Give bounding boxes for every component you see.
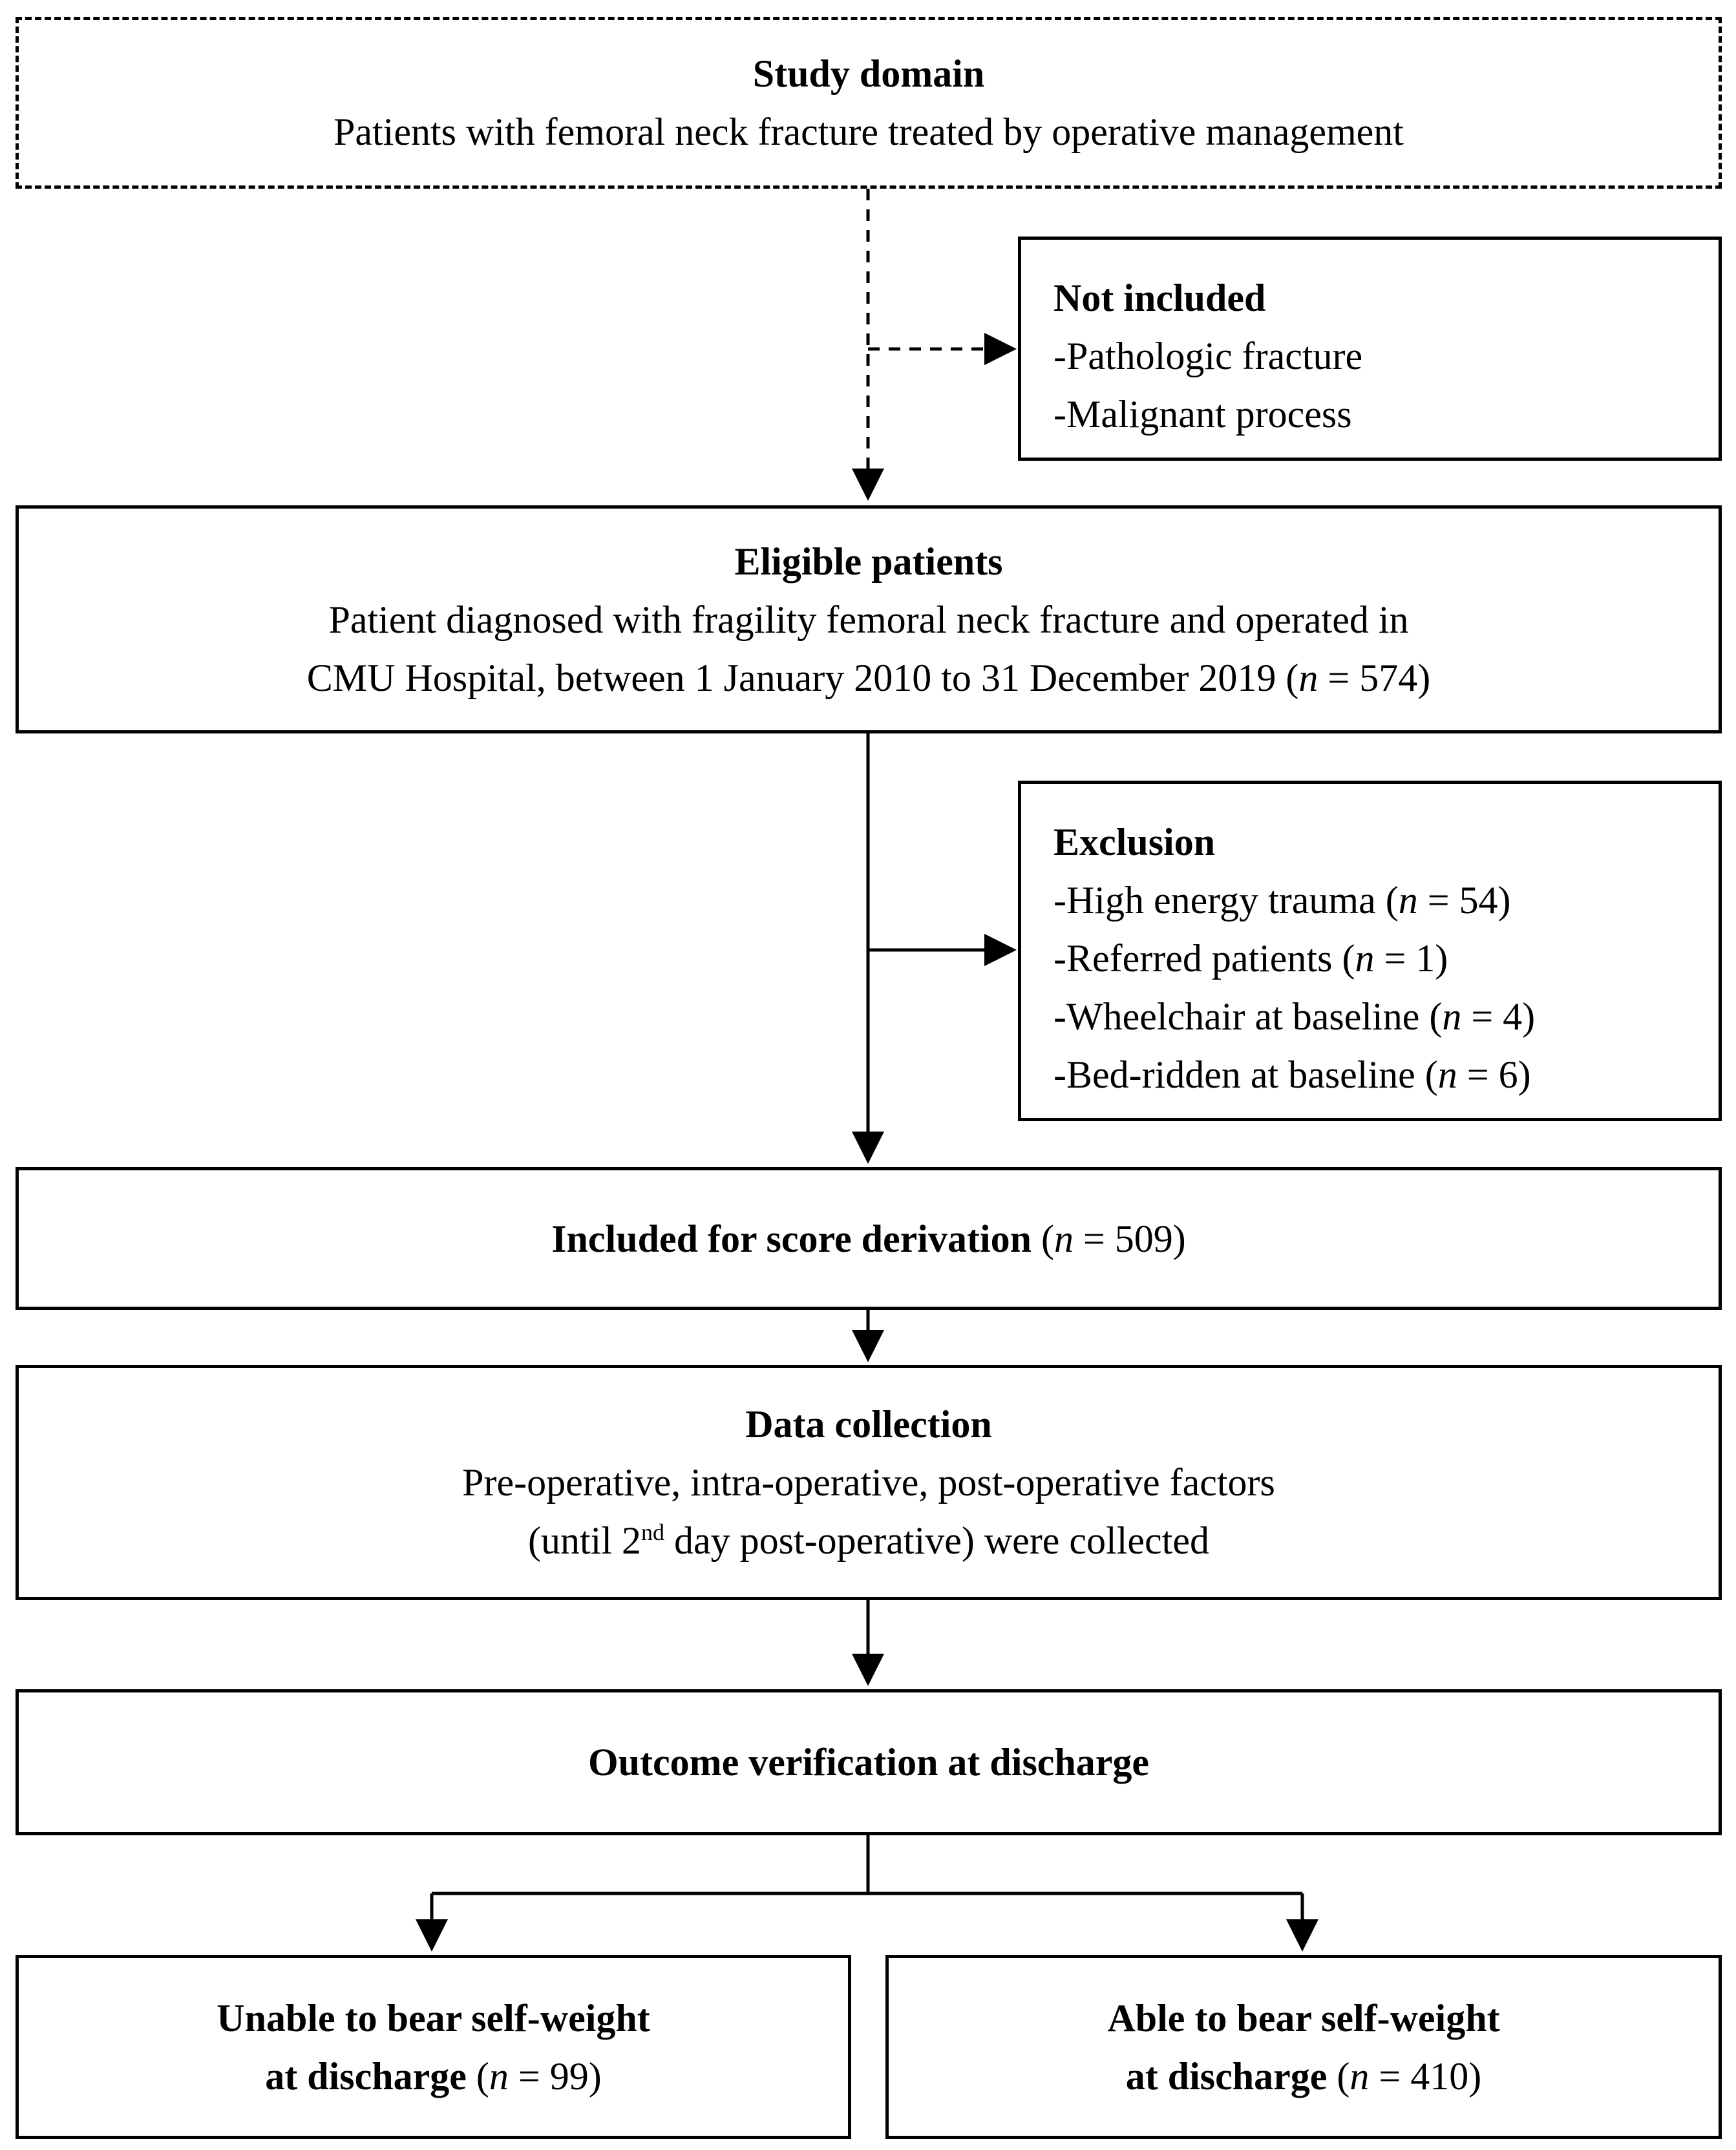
exclusion-title: Exclusion <box>1053 821 1216 863</box>
unable-line2: at discharge (n = 99) <box>265 2054 602 2098</box>
eligible-line1: Patient diagnosed with fragility femoral… <box>328 598 1409 641</box>
included-text: Included for score derivation (n = 509) <box>551 1217 1186 1260</box>
exclusion-item: -Bed-ridden at baseline (n = 6) <box>1053 1053 1531 1096</box>
data-collection-box: Data collection Pre-operative, intra-ope… <box>16 1365 1722 1600</box>
eligible-line2: CMU Hospital, between 1 January 2010 to … <box>306 656 1431 699</box>
eligible-title: Eligible patients <box>734 540 1003 583</box>
exclusion-item: -Referred patients (n = 1) <box>1053 937 1448 980</box>
outcome-title: Outcome verification at discharge <box>587 1741 1150 1784</box>
eligible-patients-box: Eligible patients Patient diagnosed with… <box>16 505 1722 733</box>
study-domain-title: Study domain <box>752 52 985 95</box>
exclusion-item: -Wheelchair at baseline (n = 4) <box>1053 995 1536 1038</box>
not-included-item: -Malignant process <box>1053 393 1352 436</box>
able-line2: at discharge (n = 410) <box>1125 2054 1482 2098</box>
data-collection-line1: Pre-operative, intra-operative, post-ope… <box>462 1461 1275 1504</box>
not-included-item: -Pathologic fracture <box>1053 335 1363 377</box>
not-included-box: Not included -Pathologic fracture -Malig… <box>1018 237 1722 461</box>
able-box: Able to bear self-weight at discharge (n… <box>885 1955 1722 2139</box>
unable-box: Unable to bear self-weight at discharge … <box>16 1955 851 2139</box>
data-collection-line2: (until 2nd day post-operative) were coll… <box>528 1519 1209 1562</box>
exclusion-box: Exclusion -High energy trauma (n = 54) -… <box>1018 781 1722 1121</box>
study-domain-box: Study domain Patients with femoral neck … <box>16 17 1722 189</box>
not-included-title: Not included <box>1053 277 1266 319</box>
included-box: Included for score derivation (n = 509) <box>16 1167 1722 1310</box>
study-domain-text: Patients with femoral neck fracture trea… <box>333 111 1404 153</box>
outcome-box: Outcome verification at discharge <box>16 1689 1722 1835</box>
exclusion-item: -High energy trauma (n = 54) <box>1053 879 1511 922</box>
unable-line1: Unable to bear self-weight <box>217 1996 650 2039</box>
data-collection-title: Data collection <box>745 1403 992 1446</box>
able-line1: Able to bear self-weight <box>1107 1996 1500 2039</box>
